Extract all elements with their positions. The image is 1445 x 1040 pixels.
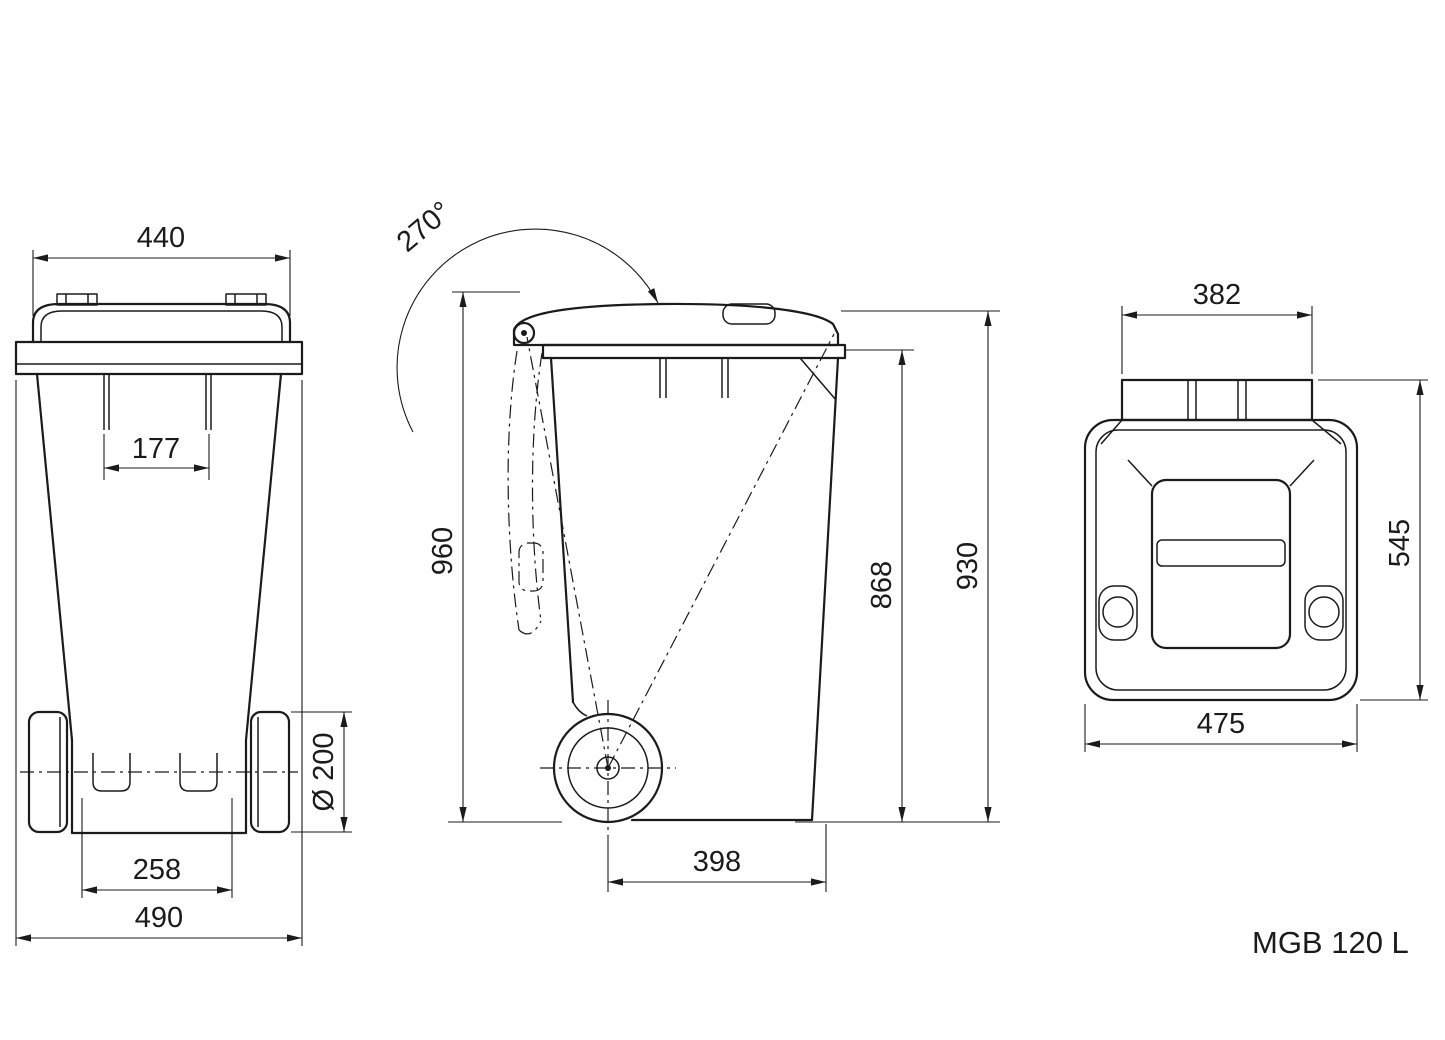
top-body-outline	[1083, 418, 1359, 702]
dim-label-868: 868	[866, 561, 898, 609]
side-lid-handle	[722, 303, 776, 325]
dim-label-177: 177	[132, 433, 180, 465]
tilt-line-back	[526, 336, 609, 769]
side-lift-bracket	[799, 357, 837, 401]
dim-label-960: 960	[427, 527, 459, 575]
side-lid-closed	[512, 302, 840, 347]
dim-label-258: 258	[133, 854, 181, 886]
front-rim	[14, 340, 304, 376]
top-view: 382 545 475	[1083, 279, 1428, 752]
dim-side-rim-height: 868	[845, 349, 914, 822]
front-wheel-well-right	[179, 753, 218, 792]
dim-label-382: 382	[1193, 279, 1241, 311]
side-body	[549, 356, 840, 822]
dim-front-overall-width: 490	[15, 380, 303, 946]
open-lid-handle	[518, 542, 544, 592]
dim-front-wheel-track: 258	[81, 798, 233, 898]
dim-side-wheel-to-front: 398	[607, 824, 827, 892]
model-label: MGB 120 L	[1252, 925, 1409, 960]
dim-label-930: 930	[952, 542, 984, 590]
dim-label-490: 490	[135, 902, 183, 934]
front-view: 440 177 Ø 200 258 490	[14, 222, 352, 946]
side-lid-open-phantom	[507, 333, 835, 769]
dim-side-height-open: 960	[427, 291, 562, 823]
dim-label-545: 545	[1384, 519, 1416, 567]
dim-front-wheel-diameter: Ø 200	[291, 711, 352, 833]
side-hinge	[512, 321, 536, 345]
top-hinge-bar	[1120, 378, 1314, 422]
dim-label-wheel-diameter: Ø 200	[308, 733, 340, 812]
top-wheel-right	[1304, 585, 1344, 641]
front-hinge-lug-right	[225, 293, 267, 306]
side-view: 270° 960 868 930 398	[391, 196, 1000, 892]
dim-label-398: 398	[693, 846, 741, 878]
dim-front-lid-width: 440	[32, 222, 291, 316]
side-rim	[541, 343, 847, 360]
top-handle-slot	[1156, 539, 1286, 567]
front-body	[35, 372, 283, 835]
lid-swing-arc: 270°	[391, 196, 659, 433]
front-wheel-right	[249, 710, 291, 834]
front-wheel-well-left	[92, 753, 131, 792]
dim-top-body-width: 475	[1084, 704, 1358, 752]
dim-side-overall-height: 930	[795, 310, 1000, 823]
front-lid	[31, 293, 292, 344]
front-wheels	[20, 710, 298, 834]
dim-top-depth: 545	[1318, 379, 1428, 701]
top-wheels	[1098, 585, 1344, 641]
dim-top-hinge-width: 382	[1121, 279, 1313, 374]
dim-front-rib-spacing: 177	[103, 433, 210, 480]
tilt-line-front	[607, 333, 835, 769]
top-lid-panel	[1127, 459, 1315, 650]
dim-label-270deg: 270°	[391, 196, 458, 259]
dim-label-475: 475	[1197, 708, 1245, 740]
top-wheel-left	[1098, 585, 1138, 641]
dim-label-440: 440	[137, 222, 185, 254]
hinge-pin	[512, 321, 536, 345]
front-hinge-lug-left	[56, 293, 98, 306]
